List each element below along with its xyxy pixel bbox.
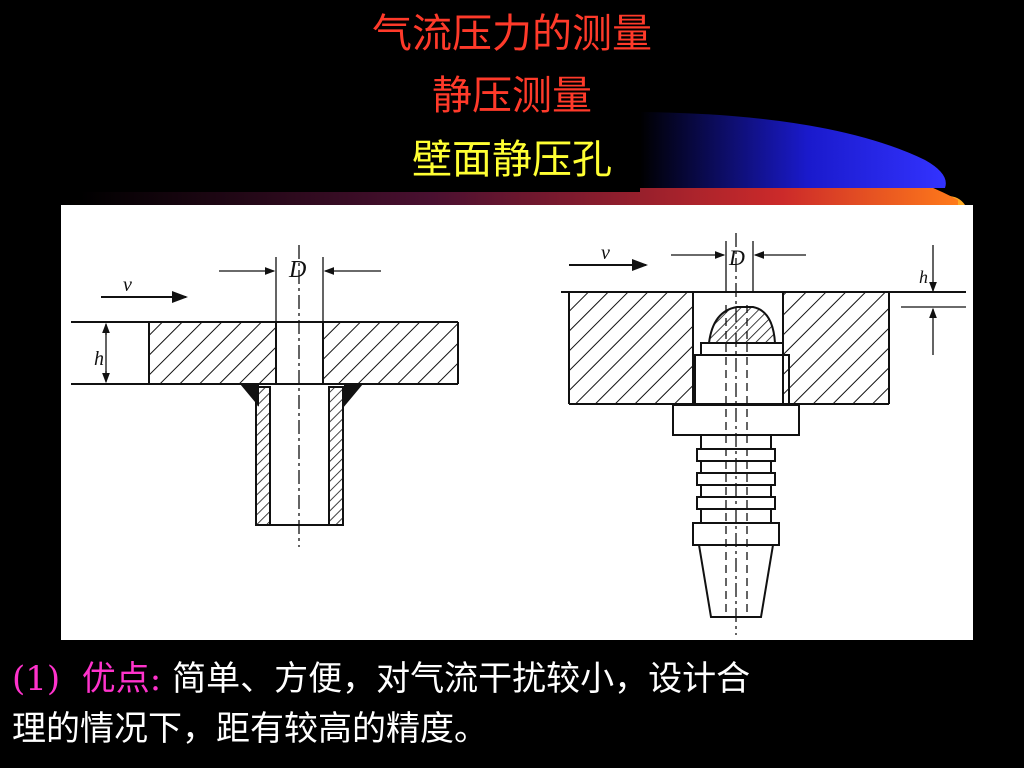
left-tube-wall-right: [328, 386, 344, 526]
slide-subtitle: 静压测量: [432, 73, 592, 119]
left-diagram: [71, 245, 459, 547]
diagram-canvas: v D h: [71, 233, 966, 635]
slide-title: 气流压力的测量: [372, 11, 652, 57]
item-text-line1: 简单、方便，对气流干扰较小，设计合: [161, 659, 751, 699]
item-label: 优点:: [81, 659, 162, 699]
blue-band: [640, 112, 946, 188]
right-velocity-label: v: [601, 242, 610, 264]
advantages-paragraph: (1) 优点: 简单、方便，对气流干扰较小，设计合理的情况下，距有较高的精度。: [12, 654, 1012, 754]
right-diameter-label: D: [728, 245, 745, 270]
right-wall-hatch-left: [569, 292, 693, 404]
slide-topic-text: 壁面静压孔: [408, 137, 616, 183]
pressure-tap-diagram: v D h: [61, 205, 973, 640]
left-tube-wall-left: [255, 386, 271, 526]
item-number: (1): [12, 659, 61, 699]
left-height-label: h: [94, 348, 104, 370]
left-wall-hatch-left: [149, 322, 276, 384]
right-wall-hatch-right: [783, 292, 889, 404]
left-diameter-label: D: [288, 257, 306, 283]
slide-topic: 壁面静压孔: [0, 136, 1024, 184]
item-text-line2: 理的情况下，距有较高的精度。: [12, 709, 488, 749]
right-diagram: [561, 233, 966, 635]
right-height-label: h: [919, 267, 928, 287]
left-wall-hatch-right: [323, 322, 458, 384]
left-velocity-label: v: [123, 274, 132, 296]
